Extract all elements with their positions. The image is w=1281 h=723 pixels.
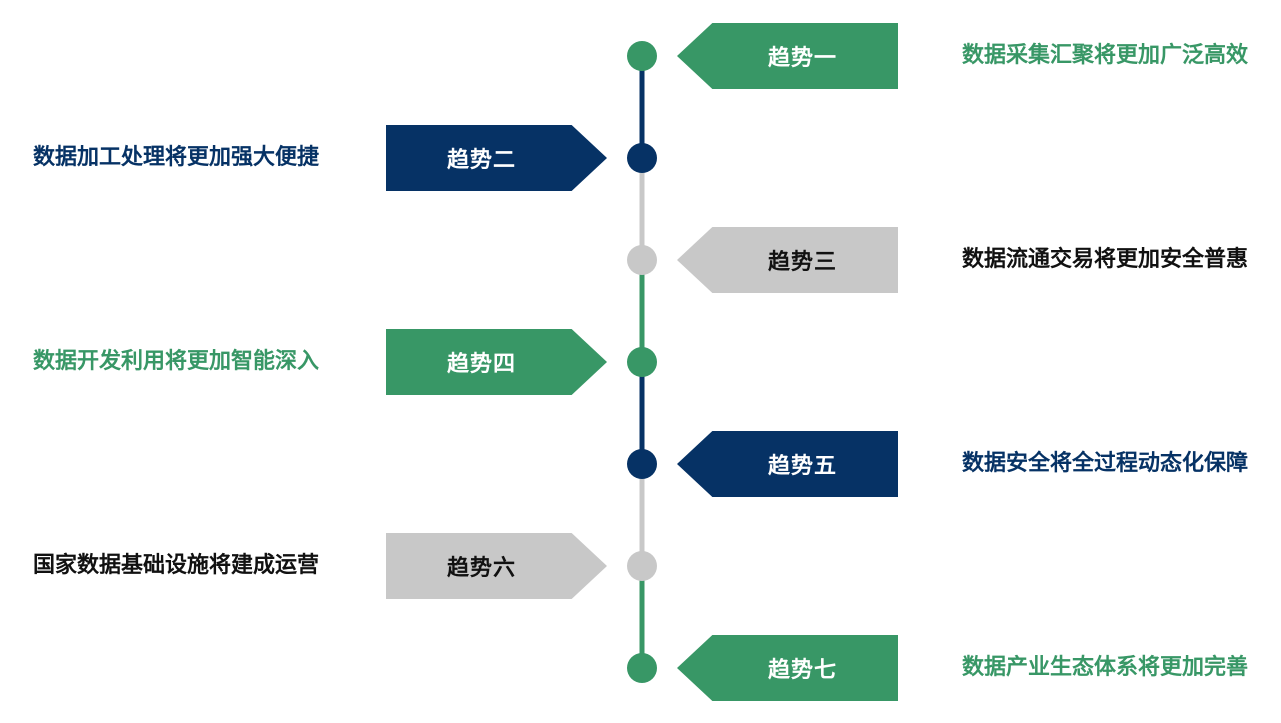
trend-description: 数据加工处理将更加强大便捷 <box>33 145 320 170</box>
trend-tag: 趋势二 <box>386 125 607 191</box>
timeline-node <box>627 551 657 581</box>
trend-tag: 趋势三 <box>677 227 898 293</box>
trend-tag-label: 趋势一 <box>767 46 837 71</box>
trend-tag: 趋势一 <box>677 23 898 89</box>
trend-description: 数据开发利用将更加智能深入 <box>33 349 320 374</box>
trend-description: 数据安全将全过程动态化保障 <box>961 451 1248 476</box>
timeline-node <box>627 245 657 275</box>
timeline-node <box>627 143 657 173</box>
trend-tag: 趋势五 <box>677 431 898 497</box>
trend-description: 数据产业生态体系将更加完善 <box>961 655 1248 680</box>
timeline-nodes <box>627 41 657 683</box>
trend-description: 数据采集汇聚将更加广泛高效 <box>961 43 1248 68</box>
timeline-node <box>627 653 657 683</box>
trend-tag: 趋势四 <box>386 329 607 395</box>
trend-tag-label: 趋势七 <box>767 658 837 683</box>
trend-tag-label: 趋势五 <box>767 454 837 479</box>
trend-tag: 趋势七 <box>677 635 898 701</box>
trend-description: 数据流通交易将更加安全普惠 <box>961 247 1248 272</box>
trend-tag: 趋势六 <box>386 533 607 599</box>
trend-tag-label: 趋势二 <box>446 148 516 173</box>
timeline-node <box>627 449 657 479</box>
timeline-node <box>627 347 657 377</box>
trend-description: 国家数据基础设施将建成运营 <box>33 553 320 578</box>
trend-tag-label: 趋势四 <box>446 352 516 377</box>
timeline-node <box>627 41 657 71</box>
trend-tag-label: 趋势六 <box>446 556 516 581</box>
trend-tag-label: 趋势三 <box>767 250 837 275</box>
